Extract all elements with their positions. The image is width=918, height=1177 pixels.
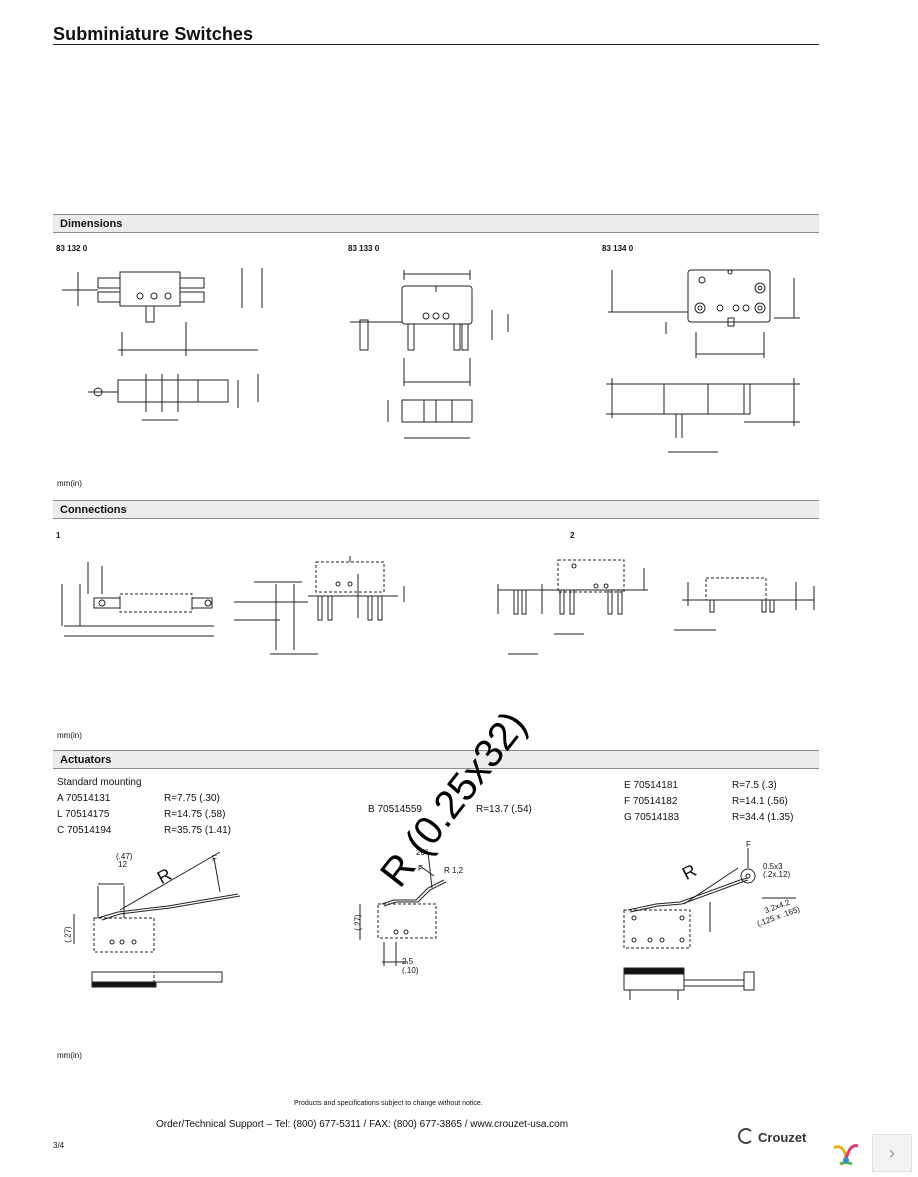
dimension-label: 12	[118, 860, 127, 869]
standard-mounting-label: Standard mounting	[57, 777, 142, 788]
next-page-button[interactable]: ›	[872, 1134, 912, 1172]
actuator-radius: R=35.75 (1.41)	[164, 825, 231, 836]
force-label: F	[746, 840, 751, 849]
disclaimer-note: Products and specifications subject to c…	[294, 1100, 483, 1107]
actuator-drawing-right	[620, 846, 820, 1006]
viewer-logo	[824, 1134, 868, 1172]
dimension-code-2: 83 133 0	[348, 244, 380, 253]
actuator-code: F 70514182	[624, 796, 678, 807]
connections-unit: mm(in)	[57, 731, 82, 740]
actuator-code: A 70514131	[57, 793, 111, 804]
dimension-label: (.27)	[63, 926, 73, 943]
dimension-label: 2.5	[402, 957, 414, 966]
drawing-83-134-0	[604, 262, 814, 462]
actuator-code: C 70514194	[57, 825, 112, 836]
actuator-radius: R=13.7 (.54)	[476, 804, 532, 815]
actuator-drawing-middle	[354, 846, 494, 976]
actuators-heading: Actuators	[60, 754, 112, 766]
actuator-code: E 70514181	[624, 780, 678, 791]
dimension-label: (.10)	[402, 966, 419, 975]
actuator-radius: R=14.1 (.56)	[732, 796, 788, 807]
actuator-radius: R=7.75 (.30)	[164, 793, 220, 804]
actuators-section-bar	[53, 750, 819, 769]
dimension-label: (.47)	[116, 852, 133, 861]
dimension-label: (.2x.12)	[763, 870, 791, 879]
dimensions-heading: Dimensions	[60, 218, 123, 230]
actuator-radius: R=7.5 (.3)	[732, 780, 777, 791]
force-label: F	[418, 864, 423, 873]
connection-drawing-2	[494, 554, 820, 664]
radius-label: R 1,2	[444, 866, 464, 875]
actuators-unit: mm(in)	[57, 1051, 82, 1060]
angle-label: 20°	[416, 848, 429, 857]
connections-section-bar	[53, 500, 819, 519]
contact-line: Order/Technical Support – Tel: (800) 677…	[156, 1119, 569, 1130]
actuator-radius: R=34.4 (1.35)	[732, 812, 794, 823]
title-rule	[53, 44, 819, 45]
dimension-code-3: 83 134 0	[602, 244, 634, 253]
connection-drawing-1	[58, 554, 418, 664]
page-number: 3/4	[53, 1141, 65, 1150]
connection-number-2: 2	[570, 531, 575, 540]
dimensions-section-bar	[53, 214, 819, 233]
actuator-radius: R=14.75 (.58)	[164, 809, 226, 820]
actuator-drawing-left	[58, 848, 258, 998]
dimension-label: 0.5x3	[763, 862, 783, 871]
actuator-code: L 70514175	[57, 809, 110, 820]
actuator-code: G 70514183	[624, 812, 680, 823]
dimension-label: (.27)	[353, 914, 363, 931]
viewer-logo-icon	[833, 1144, 859, 1166]
connections-heading: Connections	[60, 504, 127, 516]
actuator-code: B 70514559	[368, 804, 422, 815]
crouzet-logo-icon	[738, 1128, 754, 1144]
brand-logo: Crouzet	[758, 1130, 807, 1145]
page-title: Subminiature Switches	[53, 24, 254, 44]
dimension-code-1: 83 132 0	[56, 244, 88, 253]
connection-number-1: 1	[56, 531, 61, 540]
drawing-83-132-0	[58, 262, 268, 432]
drawing-83-133-0	[348, 262, 518, 452]
force-label: F	[212, 854, 217, 863]
dimensions-unit: mm(in)	[57, 479, 82, 488]
